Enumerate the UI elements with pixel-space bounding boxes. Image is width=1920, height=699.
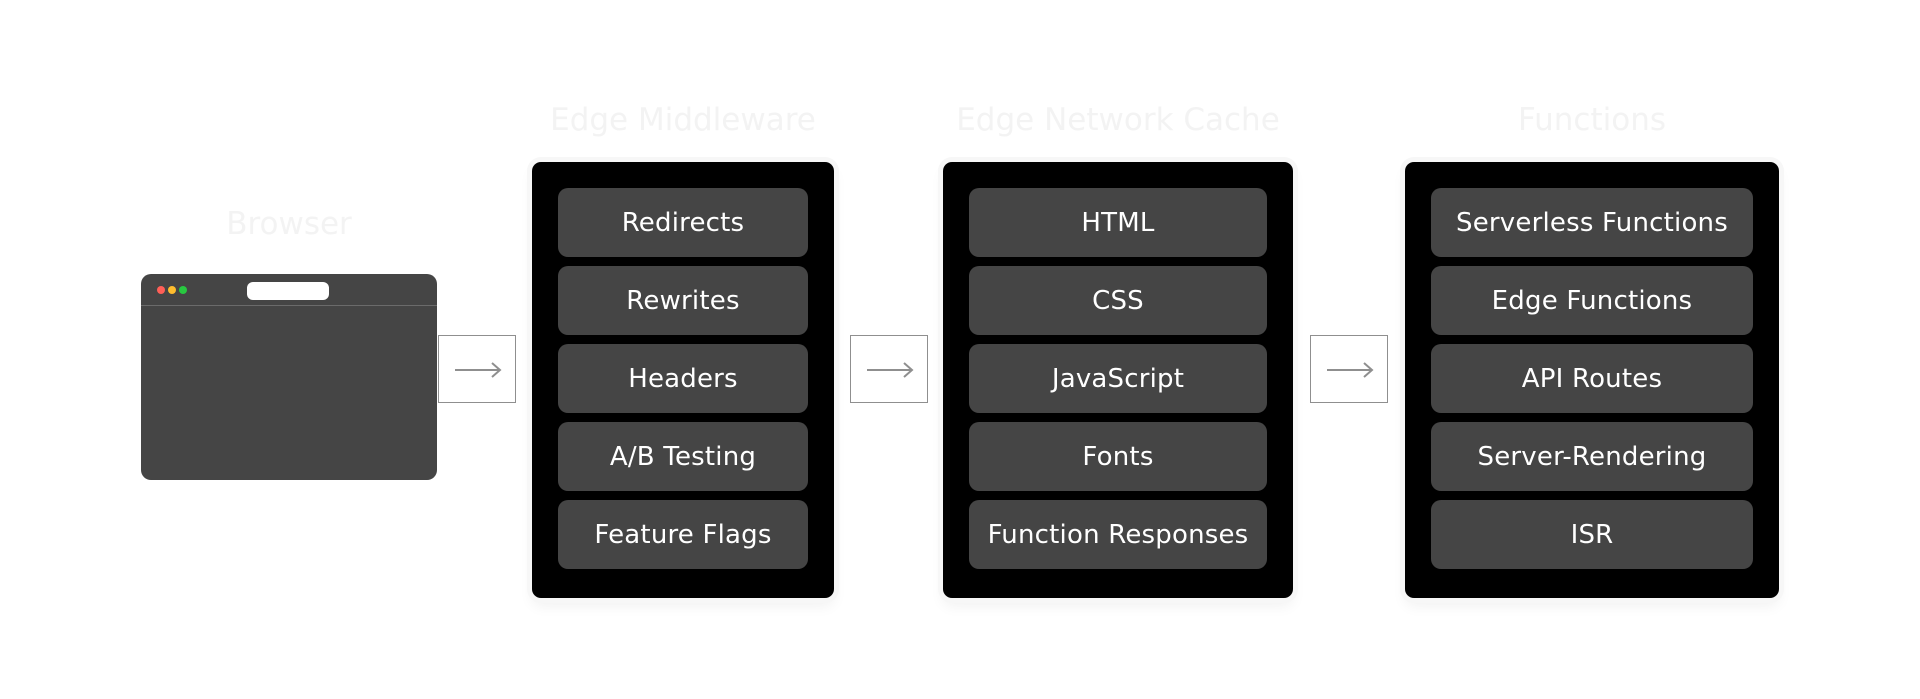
- right-arrow-icon: [455, 362, 502, 378]
- browser-title: Browser: [226, 206, 352, 242]
- functions-item: Serverless Functions: [1431, 188, 1753, 257]
- maximize-dot-icon: [179, 286, 187, 294]
- middleware-panel: Redirects Rewrites Headers A/B Testing F…: [532, 162, 834, 598]
- middleware-item: Feature Flags: [558, 500, 808, 569]
- middleware-item: Headers: [558, 344, 808, 413]
- cache-item: Fonts: [969, 422, 1267, 491]
- functions-item: API Routes: [1431, 344, 1753, 413]
- middleware-item: A/B Testing: [558, 422, 808, 491]
- functions-title: Functions: [1517, 102, 1666, 138]
- arrow-cache-to-functions: [1310, 335, 1388, 403]
- cache-item: Function Responses: [969, 500, 1267, 569]
- close-dot-icon: [157, 286, 165, 294]
- middleware-item: Redirects: [558, 188, 808, 257]
- middleware-item: Rewrites: [558, 266, 808, 335]
- address-bar: [247, 282, 329, 300]
- functions-item: ISR: [1431, 500, 1753, 569]
- middleware-title: Edge Middleware: [550, 102, 816, 138]
- browser-toolbar: [141, 274, 437, 306]
- arrow-middleware-to-cache: [850, 335, 928, 403]
- cache-title: Edge Network Cache: [956, 102, 1280, 138]
- arrow-browser-to-middleware: [438, 335, 516, 403]
- cache-panel: HTML CSS JavaScript Fonts Function Respo…: [943, 162, 1293, 598]
- right-arrow-icon: [1327, 362, 1374, 378]
- right-arrow-icon: [867, 362, 914, 378]
- cache-item: CSS: [969, 266, 1267, 335]
- cache-item: HTML: [969, 188, 1267, 257]
- functions-item: Edge Functions: [1431, 266, 1753, 335]
- functions-item: Server-Rendering: [1431, 422, 1753, 491]
- functions-panel: Serverless Functions Edge Functions API …: [1405, 162, 1779, 598]
- browser-window-icon: [141, 274, 437, 480]
- cache-item: JavaScript: [969, 344, 1267, 413]
- minimize-dot-icon: [168, 286, 176, 294]
